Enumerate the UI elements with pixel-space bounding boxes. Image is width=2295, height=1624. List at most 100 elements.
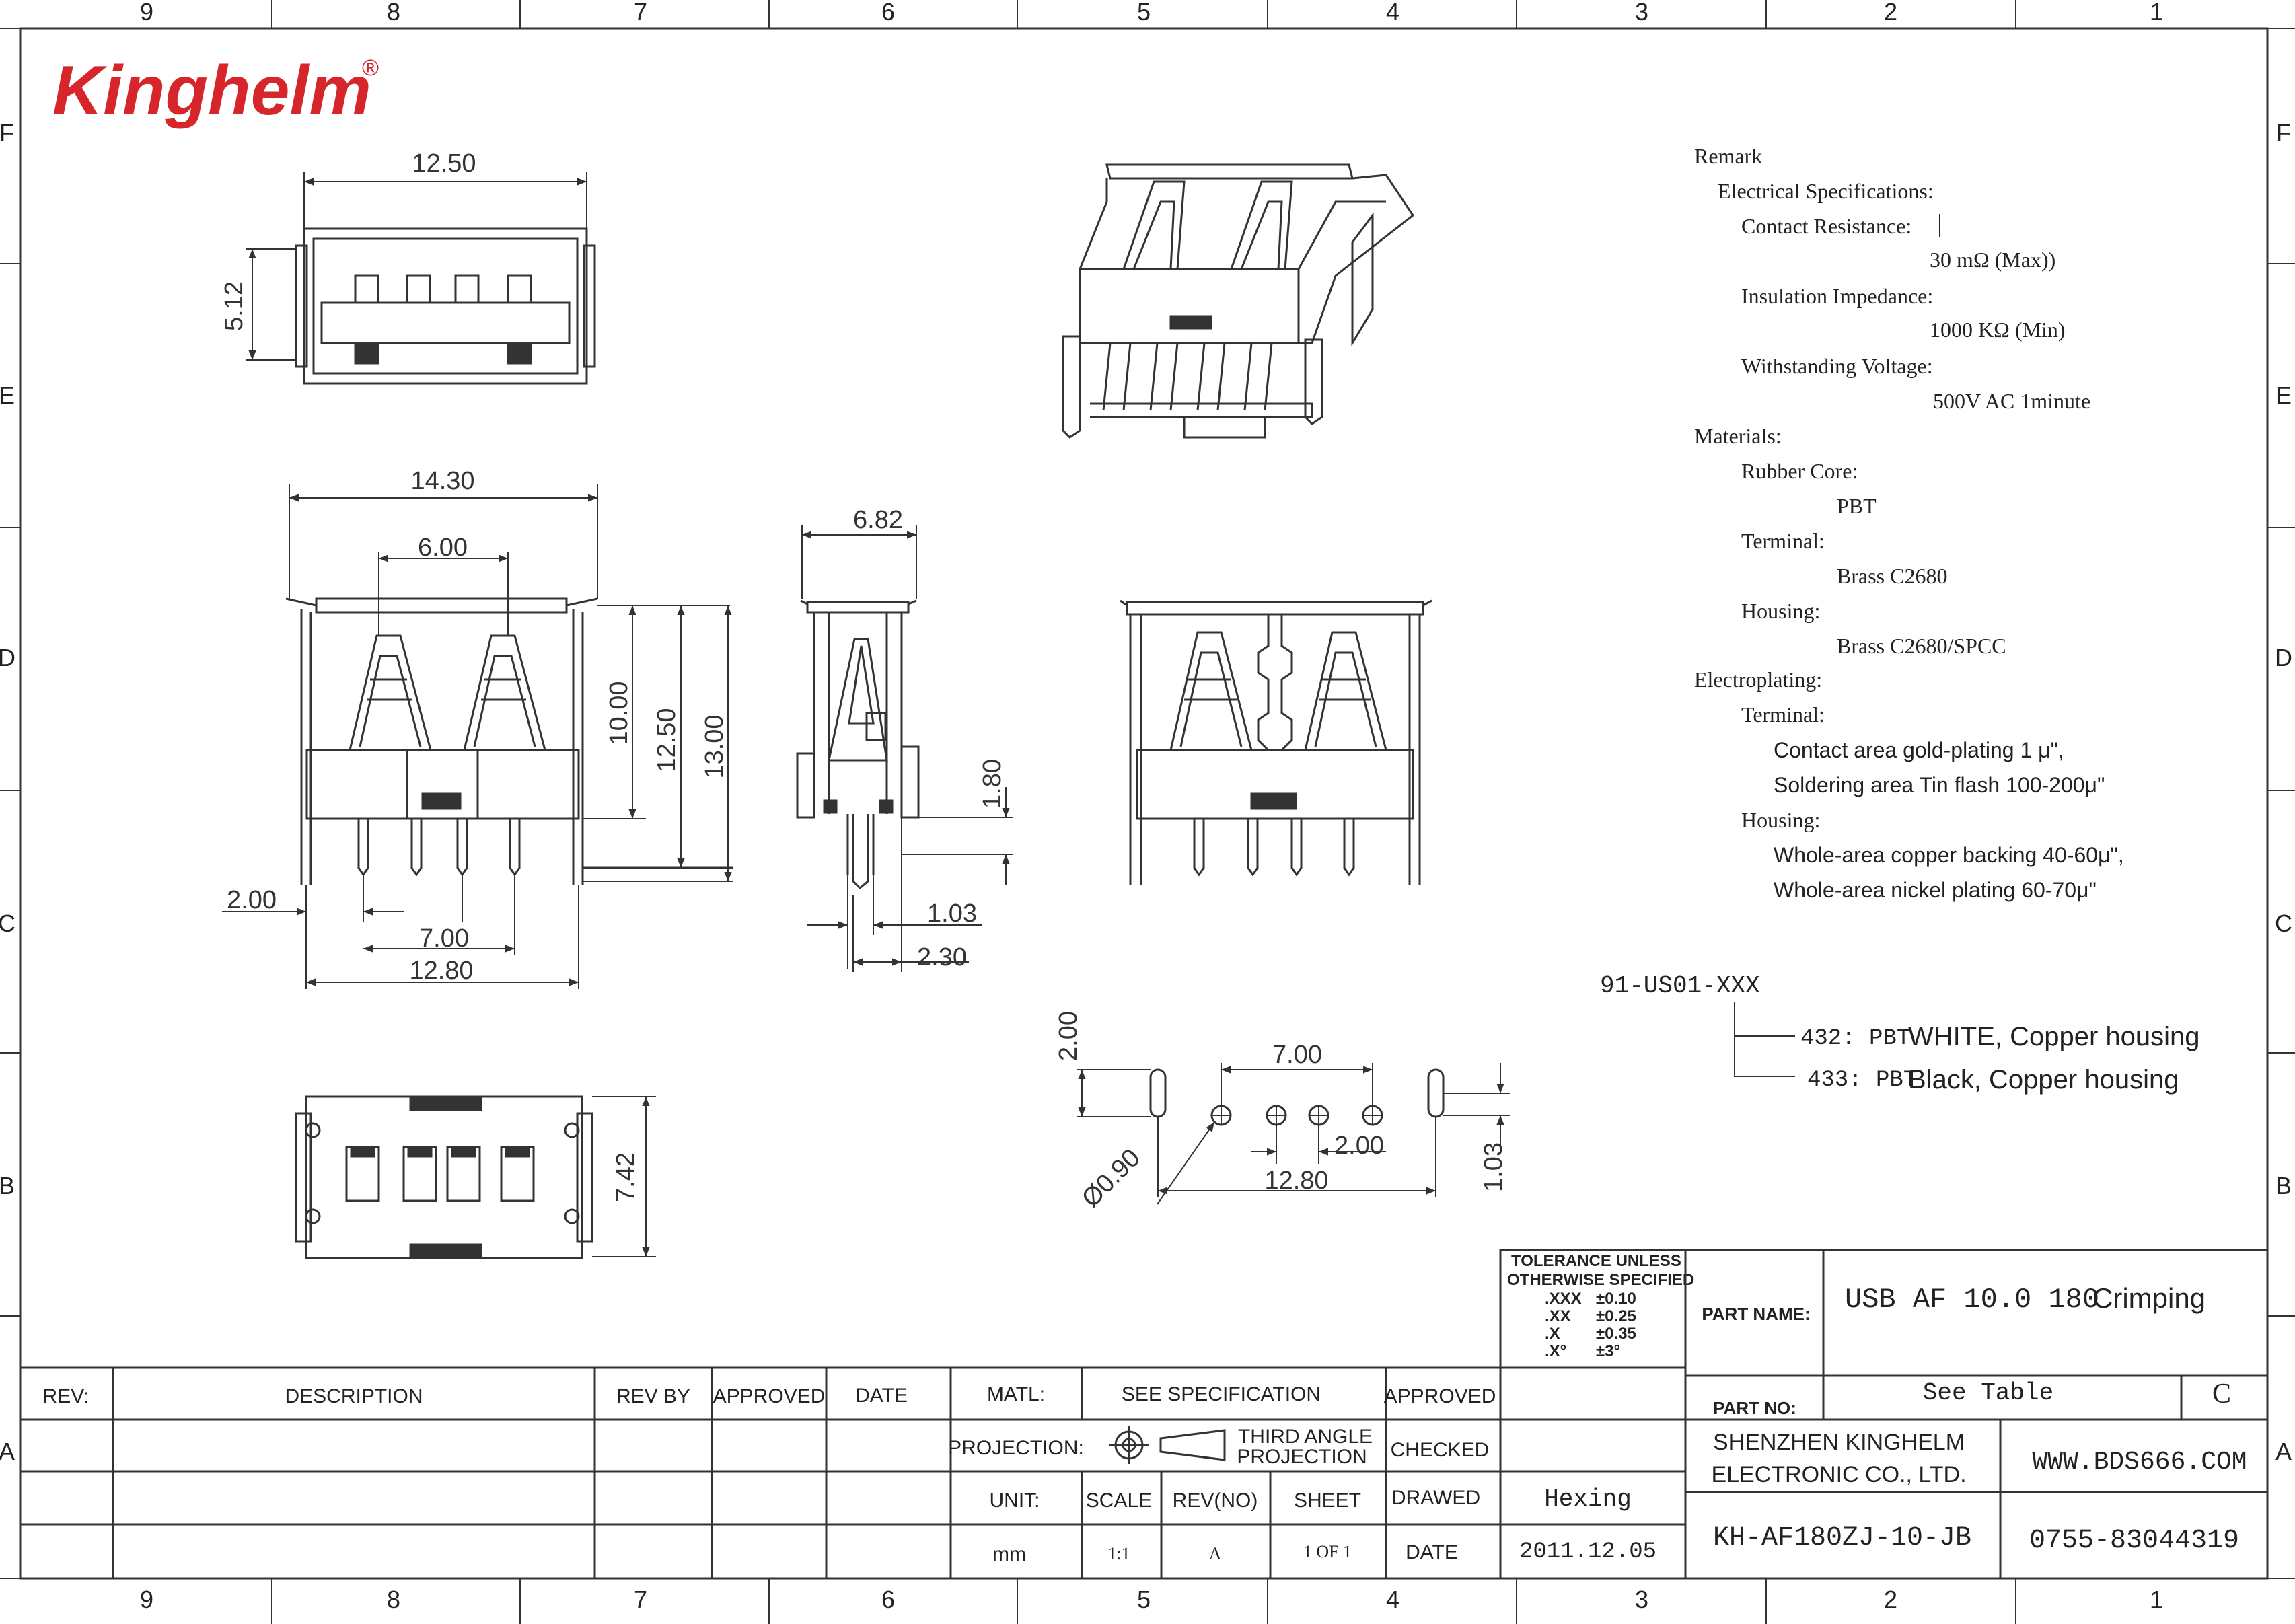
tol-val-4: ±3° — [1596, 1342, 1620, 1360]
row-label-a-right: A — [2275, 1438, 2292, 1465]
remark-block: Remark Electrical Specifications: Contac… — [1694, 144, 2090, 832]
row-label-d: D — [0, 644, 15, 671]
rev-no-label: REV(NO) — [1173, 1489, 1258, 1512]
projection-text-2: PROJECTION — [1237, 1446, 1367, 1468]
dim-overall-width: 12.80 — [409, 957, 473, 985]
row-label-b-right: B — [2275, 1172, 2292, 1199]
tolerance-block: TOLERANCE UNLESS OTHERWISE SPECIFIED .XX… — [1499, 1249, 1694, 1369]
matl-value: SEE SPECIFICATION — [1122, 1383, 1321, 1405]
rev-header: REV: — [43, 1385, 89, 1407]
col-label-8: 8 — [387, 0, 400, 26]
option-433-code: 433: PBT — [1807, 1068, 1917, 1093]
remark-terminal-label: Terminal: — [1741, 529, 1825, 553]
col-label-4-bottom: 4 — [1386, 1586, 1399, 1613]
side-view-dimensions — [801, 525, 1013, 972]
row-label-e: E — [0, 381, 15, 409]
third-angle-projection-icon — [1109, 1426, 1226, 1464]
part-name-value: USB AF 10.0 180 — [1845, 1284, 2099, 1316]
row-label-f-right: F — [2276, 119, 2291, 147]
remark-insulation-value: 1000 KΩ (Min) — [1930, 318, 2066, 342]
title-block-labels: REV: DESCRIPTION REV BY APPROVED DATE MA… — [43, 1304, 1967, 1565]
remark-electrical: Electrical Specifications: — [1718, 179, 1934, 203]
remark-terminal-value: Brass C2680 — [1837, 564, 1947, 588]
part-code: 91-US01-XXX — [1600, 972, 1760, 1000]
date-label: DATE — [1406, 1541, 1458, 1563]
option-432-code: 432: PBT — [1800, 1026, 1910, 1051]
remark-rubber-core-value: PBT — [1837, 494, 1877, 518]
dim-pin-span: 7.00 — [419, 924, 469, 953]
row-label-c: C — [0, 910, 15, 937]
remark-materials: Materials: — [1694, 424, 1782, 448]
remark-plating-details: Contact area gold-plating 1 μ", Solderin… — [1774, 738, 2124, 902]
drawed-label: DRAWED — [1391, 1487, 1480, 1509]
remark-plating-terminal-2: Soldering area Tin flash 100-200μ" — [1774, 773, 2105, 797]
remark-rubber-core-label: Rubber Core: — [1741, 459, 1858, 483]
dim-height-12-5: 12.50 — [653, 708, 681, 772]
remark-voltage-value: 500V AC 1minute — [1933, 389, 2090, 413]
logo-text: Kinghelm — [52, 52, 371, 130]
row-label-c-right: C — [2275, 910, 2292, 937]
sheet-label: SHEET — [1294, 1489, 1361, 1512]
remark-plating-terminal-label: Terminal: — [1741, 702, 1825, 727]
drawer-name: Hexing — [1544, 1485, 1632, 1513]
dim-pcb-2-00-pitch: 2.00 — [1334, 1132, 1384, 1160]
dim-side-2-30: 2.30 — [917, 943, 967, 971]
tol-key-1: .XXX — [1545, 1290, 1582, 1308]
front-view-dimensions — [222, 484, 733, 989]
remark-plating-terminal-1: Contact area gold-plating 1 μ", — [1774, 738, 2064, 762]
part-no-label: PART NO: — [1713, 1398, 1796, 1418]
remark-voltage-label: Withstanding Voltage: — [1741, 354, 1933, 378]
col-label-9-bottom: 9 — [140, 1586, 153, 1613]
dim-front-pitch: 6.00 — [418, 533, 468, 562]
remark-plating-housing-1: Whole-area copper backing 40-60μ", — [1774, 843, 2124, 867]
unit-value: mm — [992, 1543, 1026, 1565]
projection-label: PROJECTION: — [948, 1437, 1084, 1459]
col-label-4: 4 — [1386, 0, 1399, 26]
checked-label: CHECKED — [1391, 1439, 1490, 1461]
sheet-frame — [0, 27, 2295, 1580]
company-line-1: SHENZHEN KINGHELM — [1713, 1430, 1965, 1455]
sheet-value: 1 OF 1 — [1303, 1542, 1352, 1561]
tol-val-2: ±0.25 — [1596, 1307, 1636, 1325]
dim-height-13: 13.00 — [700, 714, 729, 778]
col-label-9: 9 — [140, 0, 153, 26]
side-view-labels: 6.82 1.80 1.03 2.30 — [853, 506, 1007, 971]
remark-electroplating: Electroplating: — [1694, 667, 1822, 692]
dim-pcb-7-00: 7.00 — [1272, 1041, 1322, 1069]
part-name-suffix: Crimping — [2092, 1282, 2206, 1314]
remark-housing-label: Housing: — [1741, 599, 1820, 623]
dim-front-width: 14.30 — [410, 467, 474, 495]
part-no-value: See Table — [1923, 1379, 2053, 1407]
isometric-view — [1062, 163, 1415, 439]
col-label-3-bottom: 3 — [1635, 1586, 1648, 1613]
dim-side-1-80: 1.80 — [978, 759, 1007, 809]
website: WWW.BDS666.COM — [2032, 1448, 2247, 1477]
col-label-7-bottom: 7 — [634, 1586, 647, 1613]
option-432-desc: WHITE, Copper housing — [1908, 1022, 2200, 1051]
pcb-layout — [1077, 1063, 1510, 1205]
title-block-mono-values: USB AF 10.0 180 See Table WWW.BDS666.COM… — [1519, 1284, 2247, 1565]
date-header: DATE — [855, 1385, 908, 1407]
remark-insulation-label: Insulation Impedance: — [1741, 284, 1933, 308]
phone-number: 0755-83044319 — [2029, 1526, 2239, 1556]
tolerance-title-2: OTHERWISE SPECIFIED — [1507, 1271, 1694, 1289]
col-label-2: 2 — [1884, 0, 1897, 26]
top-view — [246, 172, 596, 385]
remark-plating-housing-label: Housing: — [1741, 808, 1820, 832]
remark-housing-value: Brass C2680/SPCC — [1837, 634, 2006, 658]
title-block-grid — [20, 1249, 2267, 1578]
dim-top-height: 5.12 — [220, 281, 248, 331]
remark-contact-resistance-value: 30 mΩ (Max)) — [1930, 248, 2055, 272]
scale-label: SCALE — [1086, 1489, 1152, 1512]
pcb-labels: 2.00 7.00 Ø0.90 2.00 12.80 1.03 — [1054, 1011, 1508, 1213]
dim-pcb-1-03: 1.03 — [1480, 1142, 1508, 1192]
dim-bottom-height: 7.42 — [612, 1152, 640, 1202]
drawing-date: 2011.12.05 — [1519, 1539, 1656, 1565]
revision-letter: C — [2212, 1378, 2231, 1409]
rev-by-header: REV BY — [616, 1385, 690, 1407]
tolerance-title-1: TOLERANCE UNLESS — [1511, 1252, 1681, 1270]
projection-text-1: THIRD ANGLE — [1238, 1426, 1373, 1448]
